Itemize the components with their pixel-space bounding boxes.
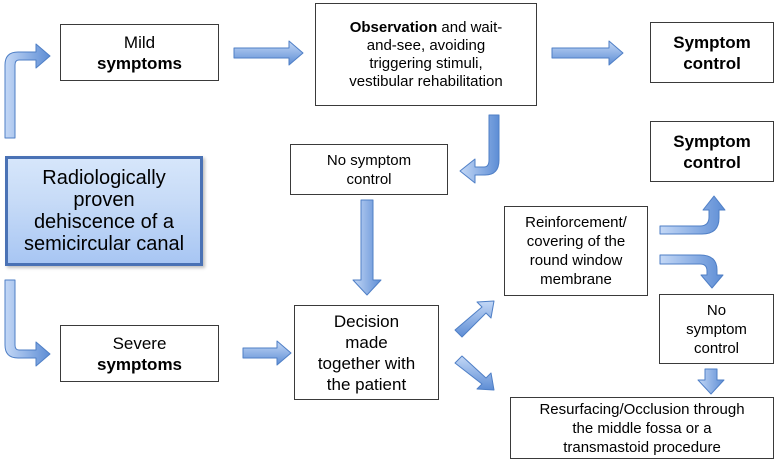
arrow-severe-to-decision [242, 340, 292, 366]
decision-line-1: Decision [333, 311, 400, 331]
no-control-1-line-2: control [346, 170, 392, 188]
resurfacing-line-1: Resurfacing/Occlusion through [539, 400, 745, 418]
severe-symptoms-box: Severe symptoms [60, 325, 219, 382]
symptom-control-2-line-1: Symptom [673, 131, 751, 151]
arrow-decision-to-resurfacing [454, 355, 495, 391]
no-control-2-line-2: symptom [686, 320, 747, 338]
decision-box: Decision made together with the patient [294, 305, 439, 400]
mild-line-1: Mild [123, 32, 156, 52]
no-control-2-line-1: No [706, 301, 727, 319]
reinforcement-line-1: Reinforcement/ [525, 214, 627, 231]
no-symptom-control-box-2: No symptom control [659, 294, 774, 364]
arrow-observation-to-no-control [459, 114, 500, 184]
decision-line-2: made [345, 332, 388, 352]
observation-rest: and wait- [437, 18, 503, 36]
mild-symptoms-box: Mild symptoms [60, 24, 219, 81]
severe-line-1: Severe [112, 333, 167, 353]
main-diagnosis-box: Radiologically proven dehiscence of a se… [5, 156, 203, 266]
arrow-observation-to-control [551, 40, 624, 66]
mild-line-2: symptoms [96, 53, 183, 73]
symptom-control-box-1: Symptom control [650, 22, 774, 83]
observation-line-2: and-see, avoiding [366, 36, 486, 54]
arrow-no-control-to-decision [352, 199, 382, 296]
main-line-3: dehiscence of a [33, 211, 175, 233]
observation-line-4: vestibular rehabilitation [349, 72, 503, 90]
reinforcement-line-2: covering of the [526, 233, 626, 250]
main-line-2: proven [73, 189, 135, 211]
observation-line-1: Observation and wait- [350, 19, 503, 37]
symptom-control-1-line-2: control [683, 53, 741, 73]
resurfacing-line-3: transmastoid procedure [563, 438, 721, 456]
main-line-4: semicircular canal [23, 233, 185, 255]
symptom-control-2-line-2: control [683, 152, 741, 172]
no-symptom-control-box-1: No symptom control [290, 144, 448, 195]
decision-line-4: the patient [326, 374, 407, 394]
resurfacing-line-2: the middle fossa or a [572, 419, 712, 437]
severe-line-2: symptoms [96, 354, 183, 374]
main-line-1: Radiologically [42, 167, 166, 189]
arrow-no-control-to-resurfacing [697, 368, 725, 395]
reinforcement-line-3: round window [529, 252, 623, 269]
symptom-control-1-line-1: Symptom [673, 32, 751, 52]
observation-line-3: triggering stimuli, [369, 54, 483, 72]
arrow-mild-to-observation [233, 40, 304, 66]
arrow-decision-to-reinforcement [454, 300, 495, 338]
arrow-main-to-severe [4, 279, 51, 367]
observation-bold: Observation [349, 18, 438, 36]
reinforcement-line-4: membrane [540, 271, 612, 288]
reinforcement-box: Reinforcement/ covering of the round win… [504, 206, 648, 296]
decision-line-3: together with [317, 353, 416, 373]
arrow-main-to-mild [4, 43, 51, 139]
no-control-2-line-3: control [693, 339, 740, 357]
observation-box: Observation and wait- and-see, avoiding … [315, 3, 537, 106]
symptom-control-box-2: Symptom control [650, 121, 774, 182]
arrow-reinforcement-to-control [659, 195, 726, 235]
arrow-reinforcement-to-no-control [659, 254, 724, 289]
resurfacing-box: Resurfacing/Occlusion through the middle… [510, 397, 774, 459]
no-control-1-line-1: No symptom [326, 151, 412, 169]
